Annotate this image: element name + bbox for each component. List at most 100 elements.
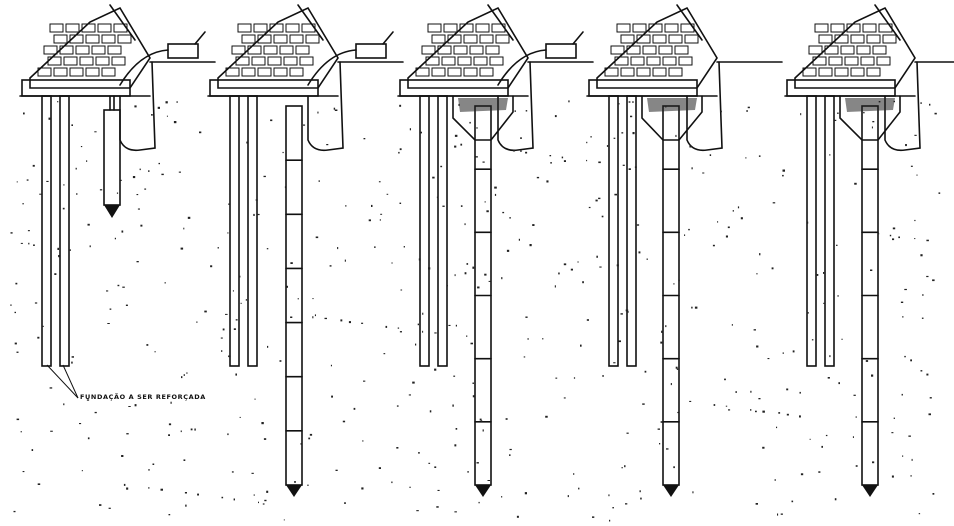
existing-pile xyxy=(437,95,448,367)
soil-grain xyxy=(675,134,677,137)
brick xyxy=(856,45,871,55)
soil-grain xyxy=(383,353,386,355)
brick xyxy=(421,45,436,55)
soil-grain xyxy=(732,210,734,212)
soil-grain xyxy=(454,511,457,513)
soil-grain xyxy=(178,171,181,173)
soil-grain xyxy=(151,114,153,116)
brick xyxy=(237,23,252,33)
soil-grain xyxy=(221,350,223,352)
soil-grain xyxy=(889,234,892,237)
soil-grain xyxy=(165,101,168,104)
annotation-foundation-to-reinforce: FUNDAÇÃO A SER REFORÇADA xyxy=(80,393,206,401)
soil-grain xyxy=(173,121,177,124)
soil-grain xyxy=(396,405,399,407)
brick xyxy=(269,23,284,33)
brick xyxy=(668,34,683,44)
soil-grain xyxy=(15,282,18,285)
soil-grain xyxy=(75,167,77,170)
soil-grain xyxy=(472,266,475,269)
brick xyxy=(273,67,288,77)
existing-pile xyxy=(59,95,70,367)
soil-grain xyxy=(756,345,759,348)
soil-grain xyxy=(767,358,770,360)
soil-grain xyxy=(872,461,875,464)
brick xyxy=(846,23,861,33)
soil-grain xyxy=(929,103,931,106)
soil-grain xyxy=(263,175,266,178)
soil-grain xyxy=(782,169,785,172)
soil-grain xyxy=(362,440,364,442)
brick xyxy=(97,23,112,33)
soil-grain xyxy=(134,404,137,407)
soil-grain xyxy=(532,224,535,226)
soil-grain xyxy=(317,111,319,114)
soil-grain xyxy=(308,437,311,440)
soil-grain xyxy=(460,143,463,146)
soil-grain xyxy=(419,131,422,134)
soil-grain xyxy=(929,397,932,399)
wall-edge xyxy=(297,4,324,41)
brick xyxy=(824,45,839,55)
brick xyxy=(65,23,80,33)
brick xyxy=(818,67,833,77)
new-pile xyxy=(285,105,303,486)
soil-grain xyxy=(432,176,435,179)
soil-grain xyxy=(563,263,567,266)
soil-grain xyxy=(228,355,231,358)
brick xyxy=(828,56,843,66)
soil-grain xyxy=(626,432,629,434)
soil-grain xyxy=(578,487,580,490)
soil-grain xyxy=(747,106,750,109)
soil-grain xyxy=(396,447,399,449)
footing-beam xyxy=(588,79,698,97)
soil-grain xyxy=(758,398,761,400)
soil-grain xyxy=(442,205,445,207)
soil-grain xyxy=(458,103,460,106)
soil-grain xyxy=(475,156,478,158)
soil-grain xyxy=(134,105,137,108)
soil-grain xyxy=(399,331,402,333)
soil-grain xyxy=(755,503,758,505)
brick xyxy=(646,56,661,66)
soil-grain xyxy=(148,170,150,172)
soil-grain xyxy=(487,480,490,481)
brick xyxy=(279,45,294,55)
soil-grain xyxy=(108,507,111,509)
soil-grain xyxy=(902,316,904,318)
brick xyxy=(37,67,52,77)
soil-grain xyxy=(657,428,660,430)
soil-grain xyxy=(477,286,480,289)
soil-grain xyxy=(735,391,737,393)
soil-grain xyxy=(646,258,648,260)
soil-grain xyxy=(368,219,371,222)
soil-grain xyxy=(436,196,439,199)
soil-grain xyxy=(37,483,41,485)
brick xyxy=(447,67,462,77)
soil-grain xyxy=(910,475,912,477)
soil-grain xyxy=(16,181,18,183)
brick xyxy=(425,56,440,66)
brick xyxy=(674,45,689,55)
soil-grain xyxy=(363,138,366,140)
pile-tip xyxy=(286,485,302,497)
soil-grain xyxy=(412,381,415,384)
soil-grain xyxy=(466,335,468,337)
soil-grain xyxy=(48,117,51,120)
soil-grain xyxy=(758,155,761,157)
soil-grain xyxy=(86,399,90,401)
stage-4 xyxy=(586,4,783,497)
soil-grain xyxy=(87,223,90,226)
soil-grain xyxy=(391,262,393,264)
soil-grain xyxy=(470,342,473,345)
soil-grain xyxy=(586,159,588,162)
soil-grain xyxy=(284,186,286,189)
soil-grain xyxy=(554,115,557,118)
masonry-wall xyxy=(786,4,916,97)
soil-grain xyxy=(878,101,881,103)
soil-grain xyxy=(39,193,42,195)
soil-grain xyxy=(472,382,474,384)
soil-grain xyxy=(608,494,610,497)
soil-grain xyxy=(484,273,487,276)
excavation-pit xyxy=(686,61,723,152)
